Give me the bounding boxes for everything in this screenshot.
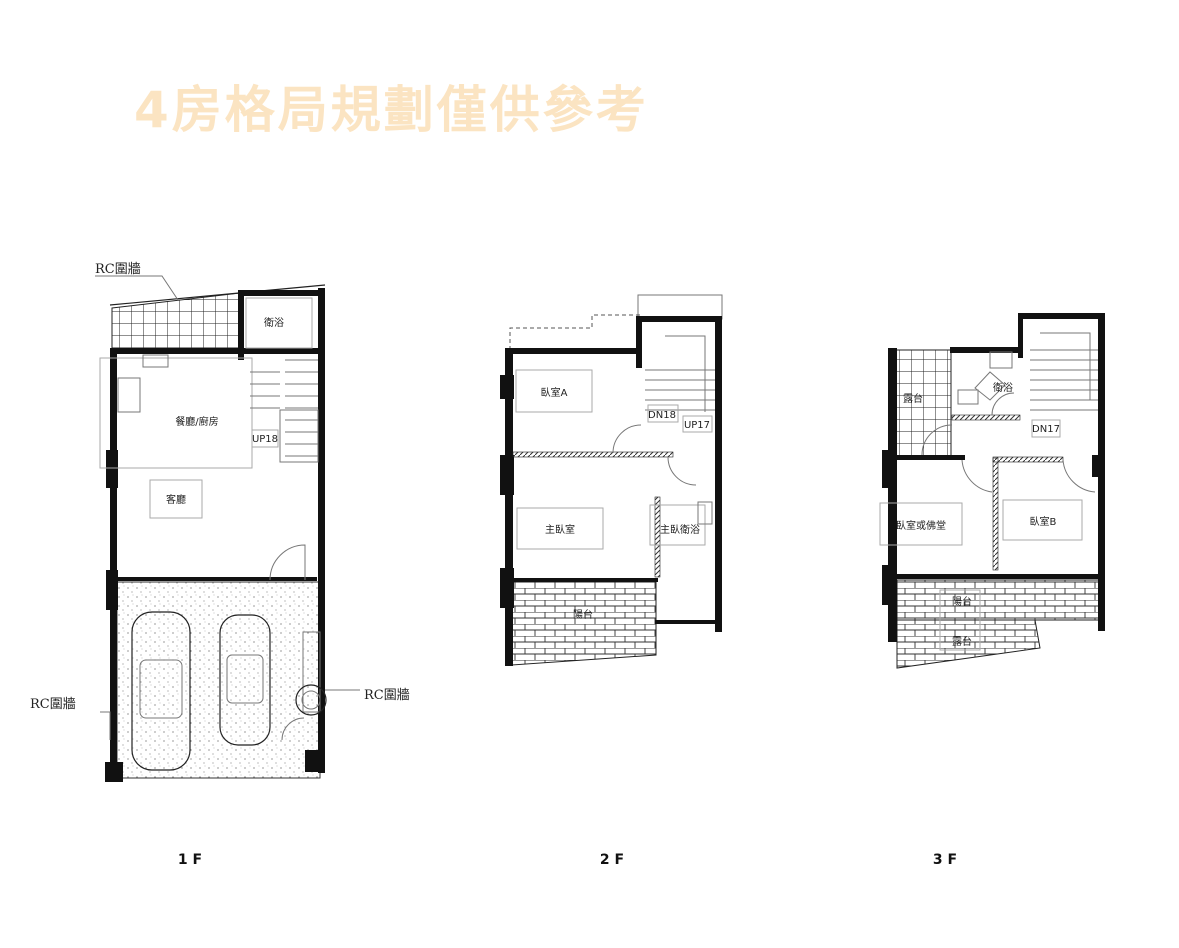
room-label-bath: 衛浴 [264,316,284,329]
stairs-3f [1030,332,1098,411]
rc-wall-label: RC圍牆 [30,697,76,712]
floor-plan-2f: 臥室A DN18 UP17 主臥室 主臥衛浴 陽台 2 F [500,294,723,868]
room-label-terrace: 露台 [903,392,923,405]
floor-label-3f: 3 F [933,852,957,868]
balcony-brick [896,579,1101,621]
tree-icon [295,684,327,716]
terrace-brick [896,619,1041,669]
door-arc [269,544,306,581]
stairs-1f [250,359,319,463]
stair-label: UP18 [252,434,278,445]
garage-floor [116,581,321,779]
room-label-dining-kitchen: 餐廳/廚房 [175,415,218,428]
floor-plan-3f: 露台 衛浴 DN17 臥室或佛堂 臥室B 陽台 露台 3 F [879,313,1105,868]
room-label-master-bedroom: 主臥室 [545,523,575,536]
room-label-bath: 衛浴 [993,381,1013,394]
rc-wall-label: RC圍牆 [95,262,141,277]
floor-label-2f: 2 F [600,852,624,868]
balcony-brick [511,581,657,666]
page-title: 4房格局規劃僅供參考 [134,81,649,139]
terrace-grid [895,349,952,457]
car-icon [219,614,271,746]
room-label-bedroom-a: 臥室A [541,386,568,399]
floor-plan-1f: RC圍牆 RC圍牆 RC圍牆 衛浴 餐廳/廚房 UP18 客廳 1 F [30,262,410,868]
room-label-master-bath: 主臥衛浴 [660,523,700,536]
rc-wall-label: RC圍牆 [364,688,410,703]
floor-label-1f: 1 F [178,852,202,868]
room-label-balcony: 陽台 [952,595,972,608]
stairs-2f [645,335,715,412]
room-label-terrace: 露台 [952,635,972,648]
terrace-grid [111,292,241,351]
stair-label: DN17 [1032,424,1060,435]
room-label-bedroom-or-shrine: 臥室或佛堂 [896,519,946,532]
stair-label: DN18 [648,410,676,421]
room-label-bedroom-b: 臥室B [1030,515,1057,528]
room-label-living: 客廳 [166,493,186,506]
room-label-balcony: 陽台 [573,608,593,621]
car-icon [131,611,191,771]
stair-label: UP17 [684,420,710,431]
